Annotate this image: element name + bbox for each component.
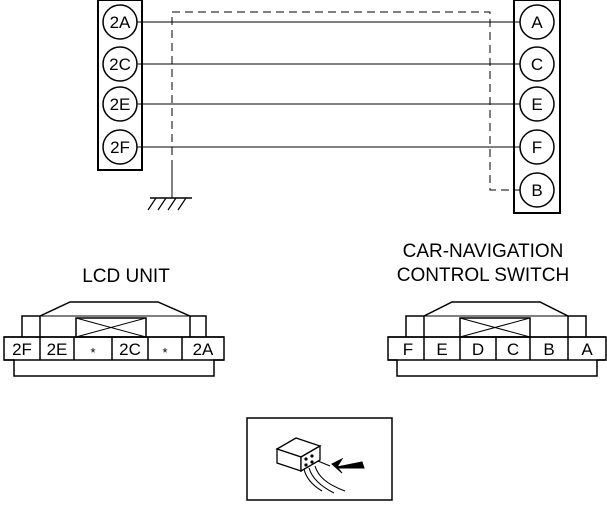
lcd-cell-blank: * [162,345,167,360]
left-pin-label: 2C [109,55,131,74]
nav-switch-label-line2: CONTROL SWITCH [397,265,569,286]
nav-cell: F [403,340,413,359]
right-pin-a: A [519,4,555,40]
lcd-cell: 2F [12,340,32,359]
nav-cell: D [472,340,484,359]
lcd-cell: 2C [119,340,141,359]
left-pin-label: 2A [110,13,131,32]
nav-cell: E [436,340,447,359]
shield-dashed-line [171,11,520,191]
right-pin-f: F [519,129,555,165]
right-pin-e: E [519,86,555,122]
left-pin-label: 2F [110,138,130,157]
left-pin-2f: 2F [102,129,138,165]
left-pin-2a: 2A [102,4,138,40]
right-pin-label: F [532,138,542,157]
left-pin-2e: 2E [102,86,138,122]
ground-icon [147,197,192,211]
right-pin-c: C [519,46,555,82]
right-pin-label: B [531,181,542,200]
left-pin-label: 2E [110,95,131,114]
nav-latch [405,301,587,337]
left-connector-block [97,0,143,171]
lcd-lock-tab [75,317,147,338]
right-pin-label: A [531,13,543,32]
probe-inset [246,417,393,501]
lcd-cell: 2A [193,340,214,359]
right-connector-block [513,0,561,214]
lcd-unit-connector: LCD UNIT 2F 2E * 2C * 2A [3,266,225,377]
lcd-unit-label: LCD UNIT [82,266,170,287]
lcd-cell: 2E [47,340,68,359]
left-pin-2c: 2C [102,46,138,82]
lcd-cell-blank: * [90,345,95,360]
nav-housing-outline [387,336,607,377]
nav-lock-tab [459,317,531,338]
lcd-housing-outline [3,336,225,377]
nav-switch-label-line1: CAR-NAVIGATION [403,241,564,262]
nav-cell: B [543,340,554,359]
right-pin-label: C [531,55,543,74]
nav-cell: C [507,340,519,359]
wiring-section: 2A 2C 2E 2F A C E F [97,0,561,214]
nav-switch-connector: CAR-NAVIGATION CONTROL SWITCH F E D C B … [387,241,607,377]
nav-cell: A [581,340,593,359]
lcd-latch [21,301,207,337]
right-pin-label: E [531,95,542,114]
right-pin-b: B [519,172,555,208]
probe-into-connector-back-icon [275,437,365,494]
